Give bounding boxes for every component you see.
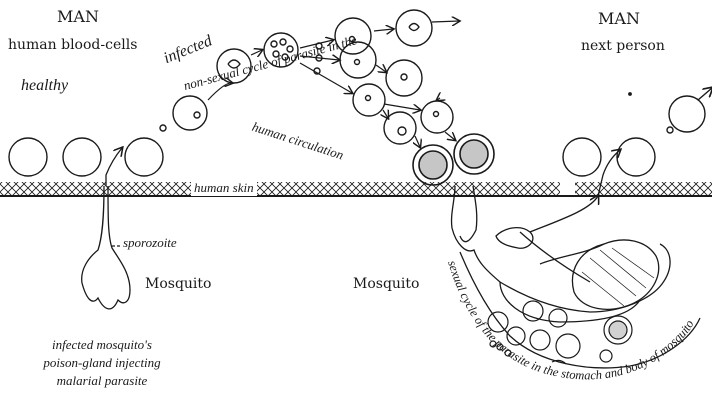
sexual-cycle-label: sexual cycle of the parasite in the stom…: [445, 259, 696, 383]
sexual-cycle-text: sexual cycle of the parasite in the stom…: [445, 259, 696, 383]
